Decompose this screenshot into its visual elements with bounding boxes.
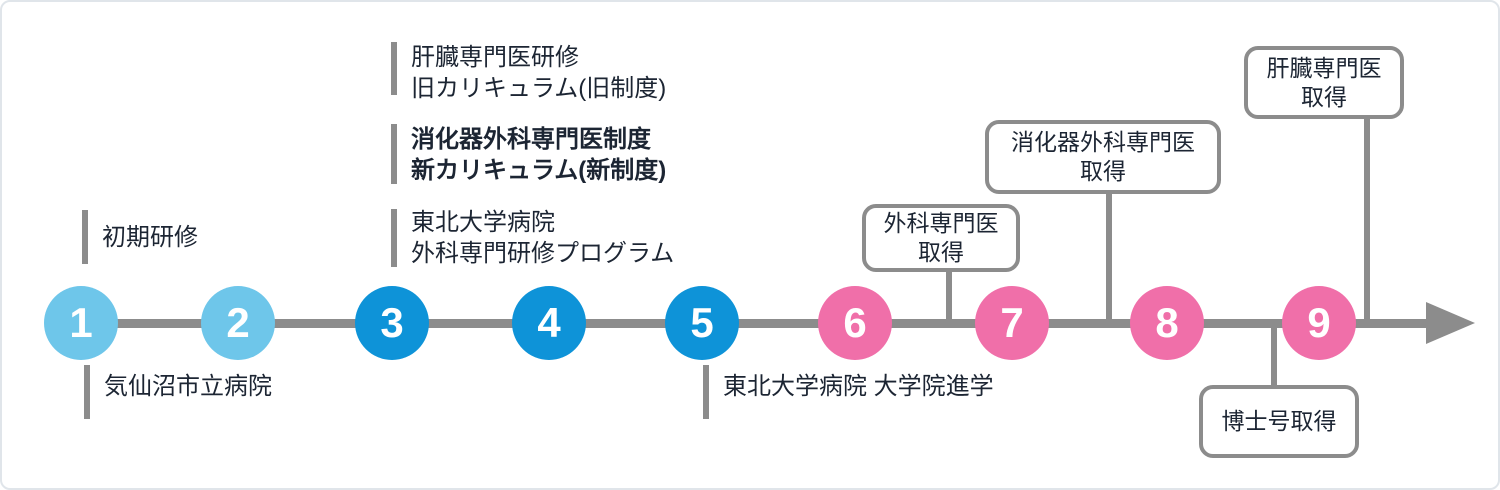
step-circle-9: 9	[1282, 286, 1356, 360]
surgery-specialist-line2: 取得	[918, 239, 964, 265]
step-circle-6: 6	[818, 286, 892, 360]
step-number: 1	[69, 299, 93, 346]
connector-phd	[1271, 323, 1277, 387]
liver-specialist-line1: 肝臓専門医	[1266, 54, 1382, 81]
tohoku-surgery-program-line1: 東北大学病院	[411, 209, 555, 236]
liver-specialist-callout: 肝臓専門医 取得	[1244, 46, 1404, 119]
timeline-axis	[62, 319, 1428, 328]
surgery-specialist-callout: 外科専門医 取得	[862, 204, 1020, 272]
step-circle-7: 7	[975, 286, 1049, 360]
phd-line1: 博士号取得	[1221, 408, 1337, 434]
step-number: 7	[1000, 299, 1024, 346]
liver-training-program-label: 肝臓専門医研修 旧カリキュラム(旧制度)	[411, 42, 666, 104]
step-circle-1: 1	[44, 286, 118, 360]
surgery-specialist-line1: 外科専門医	[883, 210, 999, 236]
liver-training-program-tick	[391, 42, 397, 95]
initial-training-tick	[82, 210, 88, 264]
step-circle-8: 8	[1130, 286, 1204, 360]
gi-surgery-specialist-callout: 消化器外科専門医 取得	[985, 120, 1221, 194]
liver-specialist-line2: 取得	[1301, 83, 1347, 110]
step-number: 3	[380, 299, 404, 346]
tohoku-surgery-program-line2: 外科専門研修プログラム	[411, 240, 675, 267]
step-number: 9	[1307, 299, 1331, 346]
step-circle-2: 2	[201, 286, 275, 360]
connector-gi-surgery-specialist	[1106, 190, 1112, 324]
liver-training-program-line2: 旧カリキュラム(旧制度)	[411, 75, 667, 102]
step-number: 6	[843, 299, 867, 346]
step-circle-3: 3	[355, 286, 429, 360]
step-circle-4: 4	[512, 286, 586, 360]
step-number: 5	[690, 299, 714, 346]
gi-surgery-specialist-line1: 消化器外科専門医	[1011, 129, 1195, 155]
step-number: 8	[1155, 299, 1179, 346]
gi-surgery-program-line2: 新カリキュラム(新制度)	[411, 157, 667, 184]
kesennuma-hospital-tick	[84, 365, 90, 419]
connector-liver-specialist	[1364, 115, 1370, 324]
gi-surgery-specialist-line2: 取得	[1080, 158, 1126, 184]
step-number: 2	[226, 299, 250, 346]
tohoku-grad-school-tick	[703, 365, 709, 419]
tohoku-grad-school-label: 東北大学病院 大学院進学	[723, 373, 994, 400]
gi-surgery-program-label: 消化器外科専門医制度 新カリキュラム(新制度)	[411, 124, 666, 186]
tohoku-surgery-program-label: 東北大学病院 外科専門研修プログラム	[411, 207, 674, 269]
kesennuma-hospital-label: 気仙沼市立病院	[104, 373, 272, 400]
gi-surgery-program-tick	[391, 124, 397, 184]
connector-surgery-specialist	[946, 268, 952, 324]
liver-training-program-line1: 肝臓専門医研修	[411, 44, 579, 71]
step-circle-5: 5	[665, 286, 739, 360]
step-number: 4	[537, 299, 561, 346]
gi-surgery-program-line1: 消化器外科専門医制度	[411, 126, 651, 153]
initial-training-label: 初期研修	[102, 224, 198, 251]
phd-callout: 博士号取得	[1199, 385, 1359, 458]
tohoku-surgery-program-tick	[391, 209, 397, 267]
timeline-arrowhead-icon	[1426, 302, 1475, 344]
